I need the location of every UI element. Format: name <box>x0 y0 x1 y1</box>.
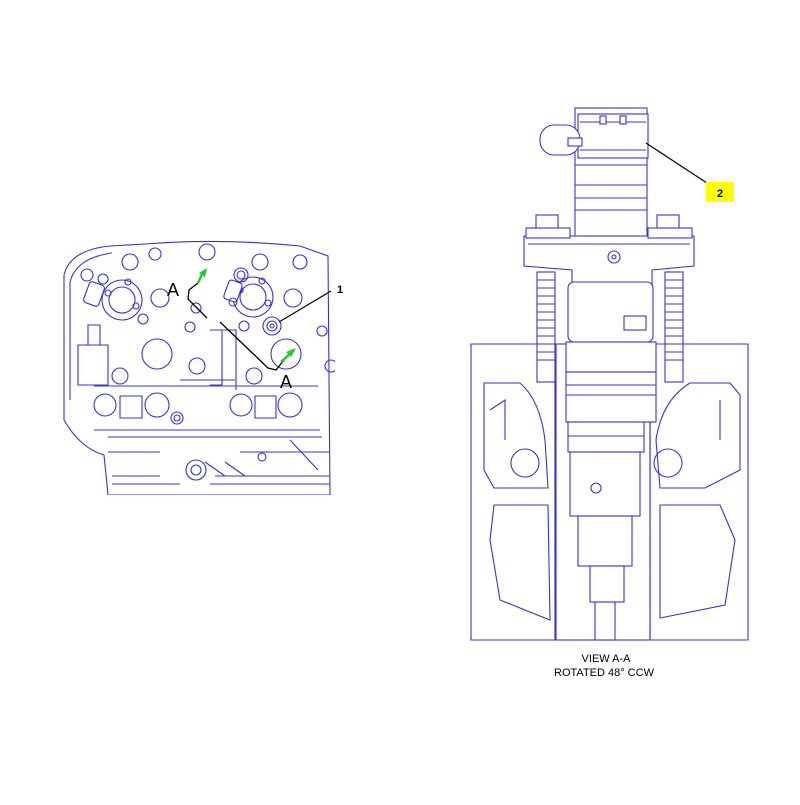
callout-2-leader <box>645 142 711 186</box>
section-line-a-a <box>187 268 296 371</box>
cylinder-head-top-view <box>63 240 335 495</box>
section-letter-bottom: A <box>280 372 292 392</box>
section-letter-top: A <box>167 280 179 300</box>
callout-1-leader <box>278 290 332 323</box>
injector-clamp <box>523 214 695 383</box>
section-arrow-bottom <box>286 348 296 357</box>
callout-1-label: 1 <box>337 284 343 296</box>
callout-2-label: 2 <box>717 188 723 200</box>
injector-body <box>539 107 657 641</box>
section-arrow-top <box>199 268 207 277</box>
view-caption-line1: VIEW A-A <box>582 653 632 665</box>
view-caption-line2: ROTATED 48° CCW <box>554 667 655 679</box>
callout-2-highlight <box>706 182 734 202</box>
